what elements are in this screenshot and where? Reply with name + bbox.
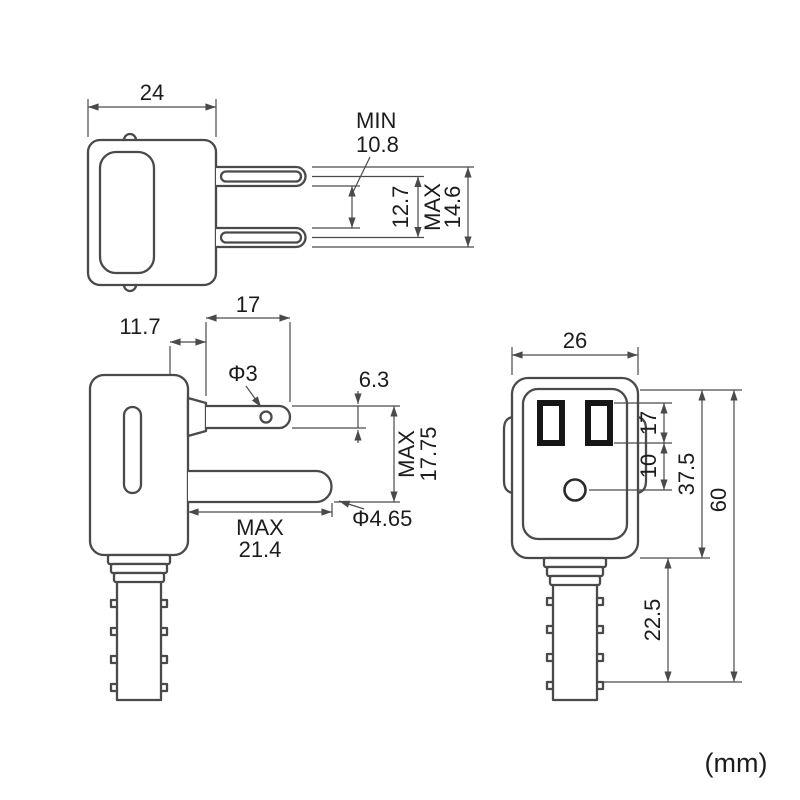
dim-blade-pitch: 12.7 bbox=[388, 186, 413, 229]
dim-blade-width: 6.3 bbox=[359, 367, 390, 392]
extension-lines bbox=[511, 347, 742, 683]
boot-rib-2 bbox=[109, 562, 169, 575]
extension-lines bbox=[169, 322, 400, 517]
boot-rib-3 bbox=[548, 574, 602, 587]
ground-hole bbox=[563, 478, 587, 502]
boot-rib-1 bbox=[542, 556, 608, 569]
boot-rib-1 bbox=[106, 553, 172, 566]
dim-overall-height-max: 17.75 bbox=[416, 426, 441, 481]
cord-ridges bbox=[109, 598, 169, 693]
dim-pin-max-label: MAX bbox=[236, 515, 284, 540]
dim-boot-height: 22.5 bbox=[640, 599, 665, 642]
left-slot bbox=[537, 400, 565, 446]
cord bbox=[551, 583, 599, 702]
dim-max-value: 14.6 bbox=[440, 186, 465, 229]
upper-blade-slot bbox=[219, 170, 303, 183]
leader-pin-diameter bbox=[338, 500, 365, 510]
ground-pin bbox=[186, 469, 333, 504]
dim-pin-length-max: 21.4 bbox=[239, 537, 282, 562]
dim-slot-height: 17 bbox=[636, 411, 661, 435]
dim-max-label: MAX bbox=[420, 183, 445, 231]
right-slot bbox=[585, 400, 613, 446]
cord bbox=[115, 580, 163, 702]
body-slot bbox=[122, 405, 143, 495]
dim-blade-hole-diameter: Φ3 bbox=[228, 361, 258, 386]
plug-top-view: 24 MIN 10.8 12.7 MAX 14.6 bbox=[86, 80, 474, 293]
flat-blade bbox=[204, 404, 292, 430]
dim-body-width: 26 bbox=[563, 328, 587, 353]
plug-side-view: 17 11.7 Φ3 6.3 MAX 17.75 MAX 21.4 Φ4.65 bbox=[88, 292, 441, 702]
boot-rib-2 bbox=[545, 565, 605, 578]
dim-overall-height: 60 bbox=[706, 488, 731, 512]
dim-blade-length: 17 bbox=[236, 292, 260, 317]
left-tab bbox=[502, 415, 514, 495]
units-label: (mm) bbox=[705, 748, 768, 778]
extension-lines bbox=[87, 99, 474, 248]
boot-rib-3 bbox=[112, 571, 166, 584]
dim-pin-diameter: Φ4.65 bbox=[352, 506, 412, 531]
dim-min-label: MIN bbox=[356, 108, 396, 133]
plug-body-outline bbox=[86, 138, 218, 287]
plug-body-seam bbox=[98, 150, 156, 275]
blade-boss bbox=[186, 396, 208, 438]
dim-blade-offset: 11.7 bbox=[119, 314, 160, 339]
dim-overall-max-label: MAX bbox=[394, 430, 419, 478]
socket-front-view: 26 17 10 37.5 22.5 60 bbox=[502, 328, 742, 702]
dim-hole-offset: 10 bbox=[636, 454, 661, 478]
upper-blade bbox=[214, 165, 307, 188]
dim-min-value: 10.8 bbox=[356, 132, 399, 157]
pivot-bumps bbox=[122, 132, 138, 293]
leader-hole-diameter bbox=[245, 385, 262, 408]
lower-blade bbox=[214, 226, 307, 249]
blade-hole bbox=[259, 410, 273, 424]
dim-body-width: 24 bbox=[140, 80, 164, 105]
lower-blade-slot bbox=[219, 231, 303, 244]
dim-housing-height: 37.5 bbox=[674, 453, 699, 496]
cord-ridges bbox=[545, 596, 605, 691]
socket-face bbox=[521, 387, 629, 541]
socket-body-outline bbox=[510, 376, 640, 560]
plug-body-outline bbox=[88, 373, 190, 557]
